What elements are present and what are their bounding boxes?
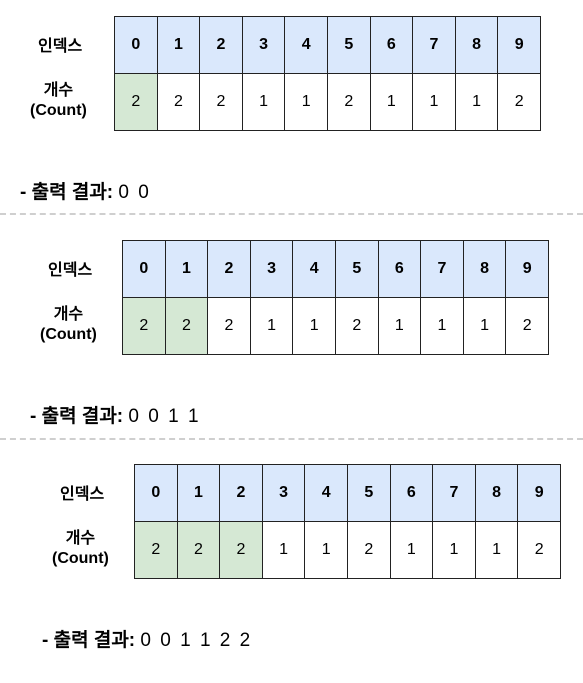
output-value: 0 0 1 1 2 2 [140,630,253,651]
count-row: 2 2 2 1 1 2 1 1 1 2 [134,521,561,579]
count-cell: 2 [346,521,391,579]
index-cell: 8 [462,240,507,298]
count-cell: 1 [377,297,422,355]
index-row: 0 1 2 3 4 5 6 7 8 9 [134,464,561,522]
count-cell: 2 [505,297,549,355]
index-row-label: 인덱스 [48,262,93,279]
counting-table: 0 1 2 3 4 5 6 7 8 9 2 2 2 1 1 2 1 1 1 2 [114,16,541,131]
section-divider [0,213,583,215]
counting-table: 0 1 2 3 4 5 6 7 8 9 2 2 2 1 1 2 1 1 1 2 [134,464,561,579]
output-prefix: - 출력 결과: [42,630,141,651]
index-row: 0 1 2 3 4 5 6 7 8 9 [114,16,541,74]
output-prefix: - 출력 결과: [20,182,119,203]
count-cell: 1 [420,297,464,355]
count-cell: 2 [199,73,243,131]
count-label-line2: (Count) [30,102,87,119]
index-row: 0 1 2 3 4 5 6 7 8 9 [122,240,549,298]
count-label-line1: 개수 [53,306,84,323]
index-cell: 3 [249,240,294,298]
index-row-label: 인덱스 [38,38,83,55]
index-cell: 6 [389,464,434,522]
index-cell: 1 [156,16,201,74]
count-cell: 1 [241,73,286,131]
count-cell: 2 [207,297,251,355]
index-cell: 6 [369,16,414,74]
section-divider [0,438,583,440]
count-cell: 1 [474,521,519,579]
count-row: 2 2 2 1 1 2 1 1 1 2 [122,297,549,355]
count-label-line2: (Count) [40,326,97,343]
index-cell: 4 [304,464,348,522]
index-row-label: 인덱스 [60,486,105,503]
index-cell: 9 [517,464,561,522]
count-label-line1: 개수 [65,530,96,547]
output-value: 0 0 1 1 [128,406,201,427]
index-cell: 2 [219,464,263,522]
count-row: 2 2 2 1 1 2 1 1 1 2 [114,73,541,131]
count-cell: 1 [261,521,306,579]
step-2: 인덱스 개수 (Count) 0 1 2 3 4 5 6 7 8 9 2 2 2… [30,240,549,428]
index-cell: 7 [432,464,476,522]
index-cell: 4 [292,240,336,298]
index-cell: 8 [474,464,519,522]
count-cell: 1 [304,521,348,579]
counting-table: 0 1 2 3 4 5 6 7 8 9 2 2 2 1 1 2 1 1 1 2 [122,240,549,355]
index-cell: 3 [261,464,306,522]
index-cell: 9 [497,16,541,74]
count-cell: 1 [412,73,456,131]
count-label-line2: (Count) [52,550,109,567]
count-cell: 1 [462,297,507,355]
count-cell: 2 [219,521,263,579]
count-cell: 2 [176,521,221,579]
count-cell: 2 [122,297,166,355]
index-cell: 4 [284,16,328,74]
index-cell: 3 [241,16,286,74]
index-cell: 5 [334,240,379,298]
output-prefix: - 출력 결과: [30,406,129,427]
output-result: - 출력 결과: 0 0 1 1 [30,401,201,428]
count-cell: 2 [517,521,561,579]
count-row-label: 개수 (Count) [52,529,109,569]
count-row-label: 개수 (Count) [40,305,97,345]
count-cell: 2 [134,521,178,579]
index-cell: 2 [199,16,243,74]
count-cell: 2 [334,297,379,355]
count-cell: 2 [114,73,158,131]
count-cell: 1 [249,297,294,355]
output-result: - 출력 결과: 0 0 [20,177,151,204]
index-cell: 1 [176,464,221,522]
count-cell: 1 [292,297,336,355]
count-row-label: 개수 (Count) [30,81,87,121]
index-cell: 2 [207,240,251,298]
count-cell: 1 [432,521,476,579]
count-cell: 2 [156,73,201,131]
count-cell: 1 [454,73,499,131]
index-cell: 7 [412,16,456,74]
count-label-line1: 개수 [43,82,74,99]
count-cell: 1 [284,73,328,131]
step-1: 인덱스 개수 (Count) 0 1 2 3 4 5 6 7 8 9 2 2 2… [0,0,583,215]
index-cell: 9 [505,240,549,298]
index-cell: 0 [114,16,158,74]
count-cell: 2 [164,297,209,355]
index-cell: 0 [134,464,178,522]
output-result: - 출력 결과: 0 0 1 1 2 2 [42,625,252,652]
count-cell: 1 [369,73,414,131]
index-cell: 1 [164,240,209,298]
count-cell: 1 [389,521,434,579]
output-value: 0 0 [118,182,151,203]
index-cell: 5 [346,464,391,522]
count-cell: 2 [497,73,541,131]
